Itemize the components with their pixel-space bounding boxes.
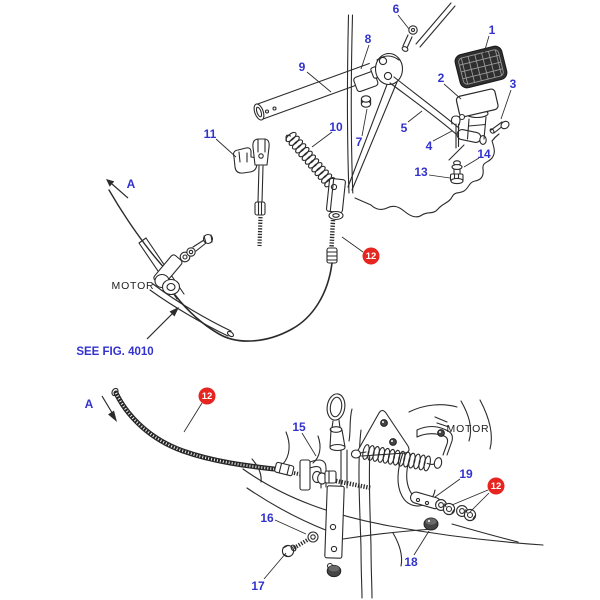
part-label-2: 2 xyxy=(438,71,445,85)
red-callout-upper: 12 xyxy=(362,247,380,265)
part-label-5: 5 xyxy=(401,121,408,135)
upper-figure xyxy=(108,2,510,342)
cable-to-motor xyxy=(108,189,170,274)
part-label-15: 15 xyxy=(292,420,306,434)
nut-part-7 xyxy=(360,95,372,108)
part-label-9: 9 xyxy=(299,60,306,74)
part-label-16: 16 xyxy=(260,511,274,525)
red-callout-lower-left: 12 xyxy=(198,387,216,405)
ring-pull-tube xyxy=(326,393,348,489)
pedal-pad-part-1 xyxy=(454,45,508,89)
view-label-a-top: A xyxy=(127,177,136,191)
leader-lines xyxy=(183,14,512,580)
washer-part-16 xyxy=(307,531,319,543)
stud-parts-13-14 xyxy=(449,160,464,185)
part-label-4: 4 xyxy=(426,139,433,153)
motor-text-upper: MOTOR xyxy=(112,280,155,292)
pivot-hub xyxy=(374,52,404,86)
gusset-plate xyxy=(356,409,410,457)
throttle-cable-part-12 xyxy=(111,387,304,477)
lower-figure xyxy=(111,387,544,599)
cotter-pin-part-4 xyxy=(450,115,461,149)
view-arrow-upper xyxy=(106,179,129,199)
red-callout-circle xyxy=(487,477,505,495)
pedal-part-2 xyxy=(455,88,499,140)
handle-tube-part-9 xyxy=(253,62,376,121)
motor-bracket-arm xyxy=(416,416,453,456)
chassis-outlines xyxy=(242,399,544,599)
see-figure-note: SEE FIG. 4010 xyxy=(76,346,153,358)
part-label-7: 7 xyxy=(356,135,363,149)
clevis-rod-assembly xyxy=(252,138,270,247)
bolt-part-17 xyxy=(281,537,311,558)
part-label-3: 3 xyxy=(510,77,517,91)
red-callout-circle xyxy=(198,387,216,405)
labels: 1 2 3 4 5 6 7 8 9 10 11 13 14 15 16 17 1… xyxy=(76,2,516,593)
u-bracket-part-15 xyxy=(299,459,372,491)
red-callout-text: 12 xyxy=(202,391,213,402)
red-callout-circle xyxy=(362,247,380,265)
cable-housing xyxy=(149,283,235,338)
pedal-rod-part-5 xyxy=(389,76,487,145)
throttle-cable-curve xyxy=(174,262,333,342)
part-label-17: 17 xyxy=(251,579,265,593)
part-label-8: 8 xyxy=(365,32,372,46)
motor-trunnion-assembly xyxy=(138,233,214,300)
part-label-6: 6 xyxy=(393,2,400,16)
lower-spring xyxy=(350,443,443,472)
part-label-14: 14 xyxy=(477,147,491,161)
upper-rod xyxy=(415,2,456,48)
view-label-a-bottom: A xyxy=(85,397,94,411)
nut-part-18 xyxy=(423,517,439,531)
see-figure-arrow xyxy=(146,307,179,340)
panel-edge xyxy=(346,14,354,194)
mounting-plate xyxy=(324,485,345,578)
cable-bracket-adjuster xyxy=(325,177,346,264)
part-label-10: 10 xyxy=(329,120,343,134)
part-label-18: 18 xyxy=(404,555,418,569)
return-spring-part-10 xyxy=(283,130,337,190)
firewall-lower-line xyxy=(448,144,465,161)
part-label-1: 1 xyxy=(489,23,496,37)
part-label-13: 13 xyxy=(414,165,428,179)
cable-nuts xyxy=(435,499,477,522)
red-callout-text: 12 xyxy=(366,251,377,262)
view-arrow-lower xyxy=(101,395,117,422)
firewall-outline xyxy=(354,133,500,218)
red-callout-text: 12 xyxy=(491,481,502,492)
support-arm-lines xyxy=(347,73,398,191)
bolt-part-3 xyxy=(489,120,510,134)
red-callout-lower-right: 12 xyxy=(487,477,505,495)
motor-text-lower: MOTOR xyxy=(447,423,490,435)
part-label-11: 11 xyxy=(204,127,217,141)
part-label-19: 19 xyxy=(459,467,473,481)
link-part-6 xyxy=(401,25,418,52)
